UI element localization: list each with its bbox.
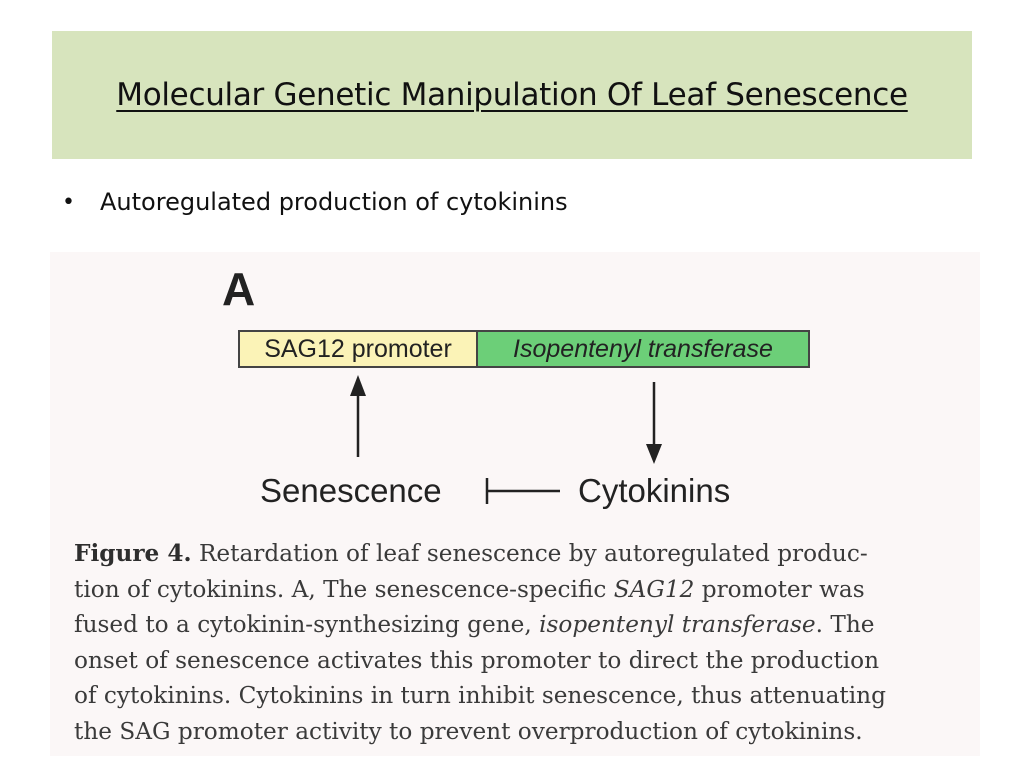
bullet-item: • Autoregulated production of cytokinins: [62, 188, 568, 216]
gene-construct: SAG12 promoter Isopentenyl transferase: [238, 330, 810, 368]
caption-line: of cytokinins. Cytokinins in turn inhibi…: [74, 682, 886, 709]
panel-letter: A: [222, 263, 256, 315]
up-arrow-icon: [350, 375, 366, 457]
figure-label: Figure 4.: [74, 540, 192, 567]
caption-text: promoter was: [694, 575, 865, 603]
title-bar: Molecular Genetic Manipulation Of Leaf S…: [52, 31, 972, 159]
caption-line: tion of cytokinins. A, The senescence-sp…: [74, 572, 960, 608]
caption-text: tion of cytokinins. A, The senescence-sp…: [74, 575, 614, 603]
inhibition-arrow-icon: [485, 478, 560, 504]
caption-italic: SAG12: [613, 575, 695, 603]
diagram-arrows: [350, 375, 662, 504]
figure-caption: Figure 4. Retardation of leaf senescence…: [74, 536, 960, 749]
promoter-box: SAG12 promoter: [240, 332, 478, 366]
bullet-dot-icon: •: [62, 189, 75, 215]
down-arrow-icon: [646, 382, 662, 464]
caption-text: fused to a cytokinin-synthesizing gene,: [74, 611, 540, 638]
slide-title: Molecular Genetic Manipulation Of Leaf S…: [116, 77, 908, 113]
cytokinins-label: Cytokinins: [578, 472, 731, 509]
figure-image: A SAG12 promoter Isopentenyl transferase…: [50, 252, 980, 756]
bullet-text: Autoregulated production of cytokinins: [100, 188, 568, 216]
caption-text: Retardation of leaf senescence by autore…: [198, 540, 868, 567]
caption-line: Figure 4. Retardation of leaf senescence…: [74, 536, 960, 572]
caption-italic: isopentenyl transferase: [539, 611, 816, 638]
caption-line: fused to a cytokinin-synthesizing gene, …: [74, 607, 960, 643]
caption-line: the SAG promoter activity to prevent ove…: [74, 717, 863, 745]
caption-line: onset of senescence activates this promo…: [74, 646, 880, 674]
caption-text: . The: [815, 611, 875, 638]
gene-box: Isopentenyl transferase: [478, 332, 808, 366]
senescence-label: Senescence: [260, 472, 442, 509]
